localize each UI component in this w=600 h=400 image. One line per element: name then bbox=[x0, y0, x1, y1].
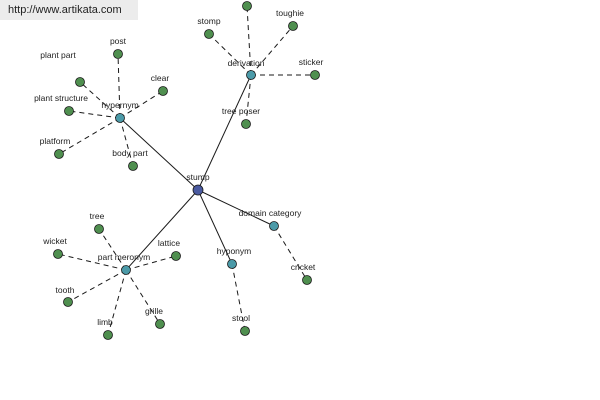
leaf-node-unlabeled[interactable] bbox=[242, 1, 252, 11]
edge-stump-domain-category bbox=[197, 189, 275, 227]
relation-node-part-meronym[interactable] bbox=[121, 265, 131, 275]
relation-node-derivation[interactable] bbox=[246, 70, 256, 80]
leaf-label-lattice: lattice bbox=[158, 238, 180, 248]
relation-label-part-meronym: part meronym bbox=[98, 252, 150, 262]
center-node-stump[interactable] bbox=[192, 184, 204, 196]
edge-stump-hyponym bbox=[197, 189, 233, 265]
leaf-node-tooth[interactable] bbox=[63, 297, 73, 307]
leaf-node-stomp[interactable] bbox=[204, 29, 214, 39]
leaf-node-platform[interactable] bbox=[54, 149, 64, 159]
leaf-node-sticker[interactable] bbox=[310, 70, 320, 80]
relation-node-hypernym[interactable] bbox=[115, 113, 125, 123]
edge-domain-category-cricket bbox=[273, 225, 308, 281]
leaf-node-tree[interactable] bbox=[94, 224, 104, 234]
leaf-label-toughie: toughie bbox=[276, 8, 304, 18]
edge-stump-derivation bbox=[197, 74, 252, 191]
edge-stump-part-meronym bbox=[125, 189, 199, 271]
graph-nodes bbox=[53, 1, 320, 340]
edge-stump-hypernym bbox=[119, 117, 199, 191]
watermark-url: http://www.artikata.com bbox=[0, 0, 138, 20]
leaf-node-limb[interactable] bbox=[103, 330, 113, 340]
leaf-node-clear[interactable] bbox=[158, 86, 168, 96]
relation-label-hypernym: hypernym bbox=[101, 100, 138, 110]
leaf-label-post: post bbox=[110, 36, 127, 46]
leaf-node-toughie[interactable] bbox=[288, 21, 298, 31]
leaf-node-wicket[interactable] bbox=[53, 249, 63, 259]
relation-label-domain-category: domain category bbox=[239, 208, 303, 218]
leaf-label-grille: grille bbox=[145, 306, 163, 316]
leaf-node-stool[interactable] bbox=[240, 326, 250, 336]
relation-label-derivation: derivation bbox=[228, 58, 265, 68]
edge-part-meronym-grille bbox=[125, 269, 161, 325]
edge-part-meronym-wicket bbox=[57, 253, 127, 271]
edge-part-meronym-tree bbox=[98, 228, 127, 271]
edge-derivation-stomp bbox=[208, 33, 252, 76]
leaf-label-platform: platform bbox=[40, 136, 71, 146]
leaf-label-clear: clear bbox=[151, 73, 170, 83]
leaf-node-body-part[interactable] bbox=[128, 161, 138, 171]
relation-node-hyponym[interactable] bbox=[227, 259, 237, 269]
graph-labels: plant part post clear plant structure platfo… bbox=[34, 8, 323, 327]
leaf-label-cricket: cricket bbox=[291, 262, 316, 272]
leaf-label-tree-poser: tree poser bbox=[222, 106, 260, 116]
graph-edges bbox=[57, 5, 315, 336]
leaf-label-body-part: body part bbox=[112, 148, 148, 158]
leaf-node-post[interactable] bbox=[113, 49, 123, 59]
edge-hypernym-platform bbox=[58, 117, 121, 155]
center-label-stump: stump bbox=[186, 172, 209, 182]
edge-derivation-tree-poser bbox=[245, 74, 252, 125]
leaf-label-limb: limb bbox=[97, 317, 113, 327]
relation-label-hyponym: hyponym bbox=[217, 246, 252, 256]
leaf-label-wicket: wicket bbox=[42, 236, 67, 246]
edge-hypernym-body-part bbox=[119, 117, 134, 167]
edge-derivation-toughie bbox=[250, 25, 294, 76]
leaf-node-tree-poser[interactable] bbox=[241, 119, 251, 129]
edge-derivation-unlabeled bbox=[246, 5, 252, 76]
edge-part-meronym-limb bbox=[107, 269, 127, 336]
leaf-label-sticker: sticker bbox=[299, 57, 324, 67]
leaf-label-stomp: stomp bbox=[197, 16, 220, 26]
leaf-label-plant-part: plant part bbox=[40, 50, 76, 60]
edge-part-meronym-tooth bbox=[67, 269, 127, 303]
edge-hypernym-post bbox=[117, 53, 121, 119]
edge-hypernym-plant-structure bbox=[68, 110, 121, 119]
leaf-node-grille[interactable] bbox=[155, 319, 165, 329]
leaf-label-tooth: tooth bbox=[56, 285, 75, 295]
relation-node-domain-category[interactable] bbox=[269, 221, 279, 231]
leaf-node-plant-structure[interactable] bbox=[64, 106, 74, 116]
leaf-node-plant-part[interactable] bbox=[75, 77, 85, 87]
leaf-label-plant-structure: plant structure bbox=[34, 93, 88, 103]
leaf-node-cricket[interactable] bbox=[302, 275, 312, 285]
leaf-label-stool: stool bbox=[232, 313, 250, 323]
edge-hyponym-stool bbox=[231, 263, 246, 332]
leaf-node-lattice[interactable] bbox=[171, 251, 181, 261]
leaf-label-tree: tree bbox=[90, 211, 105, 221]
